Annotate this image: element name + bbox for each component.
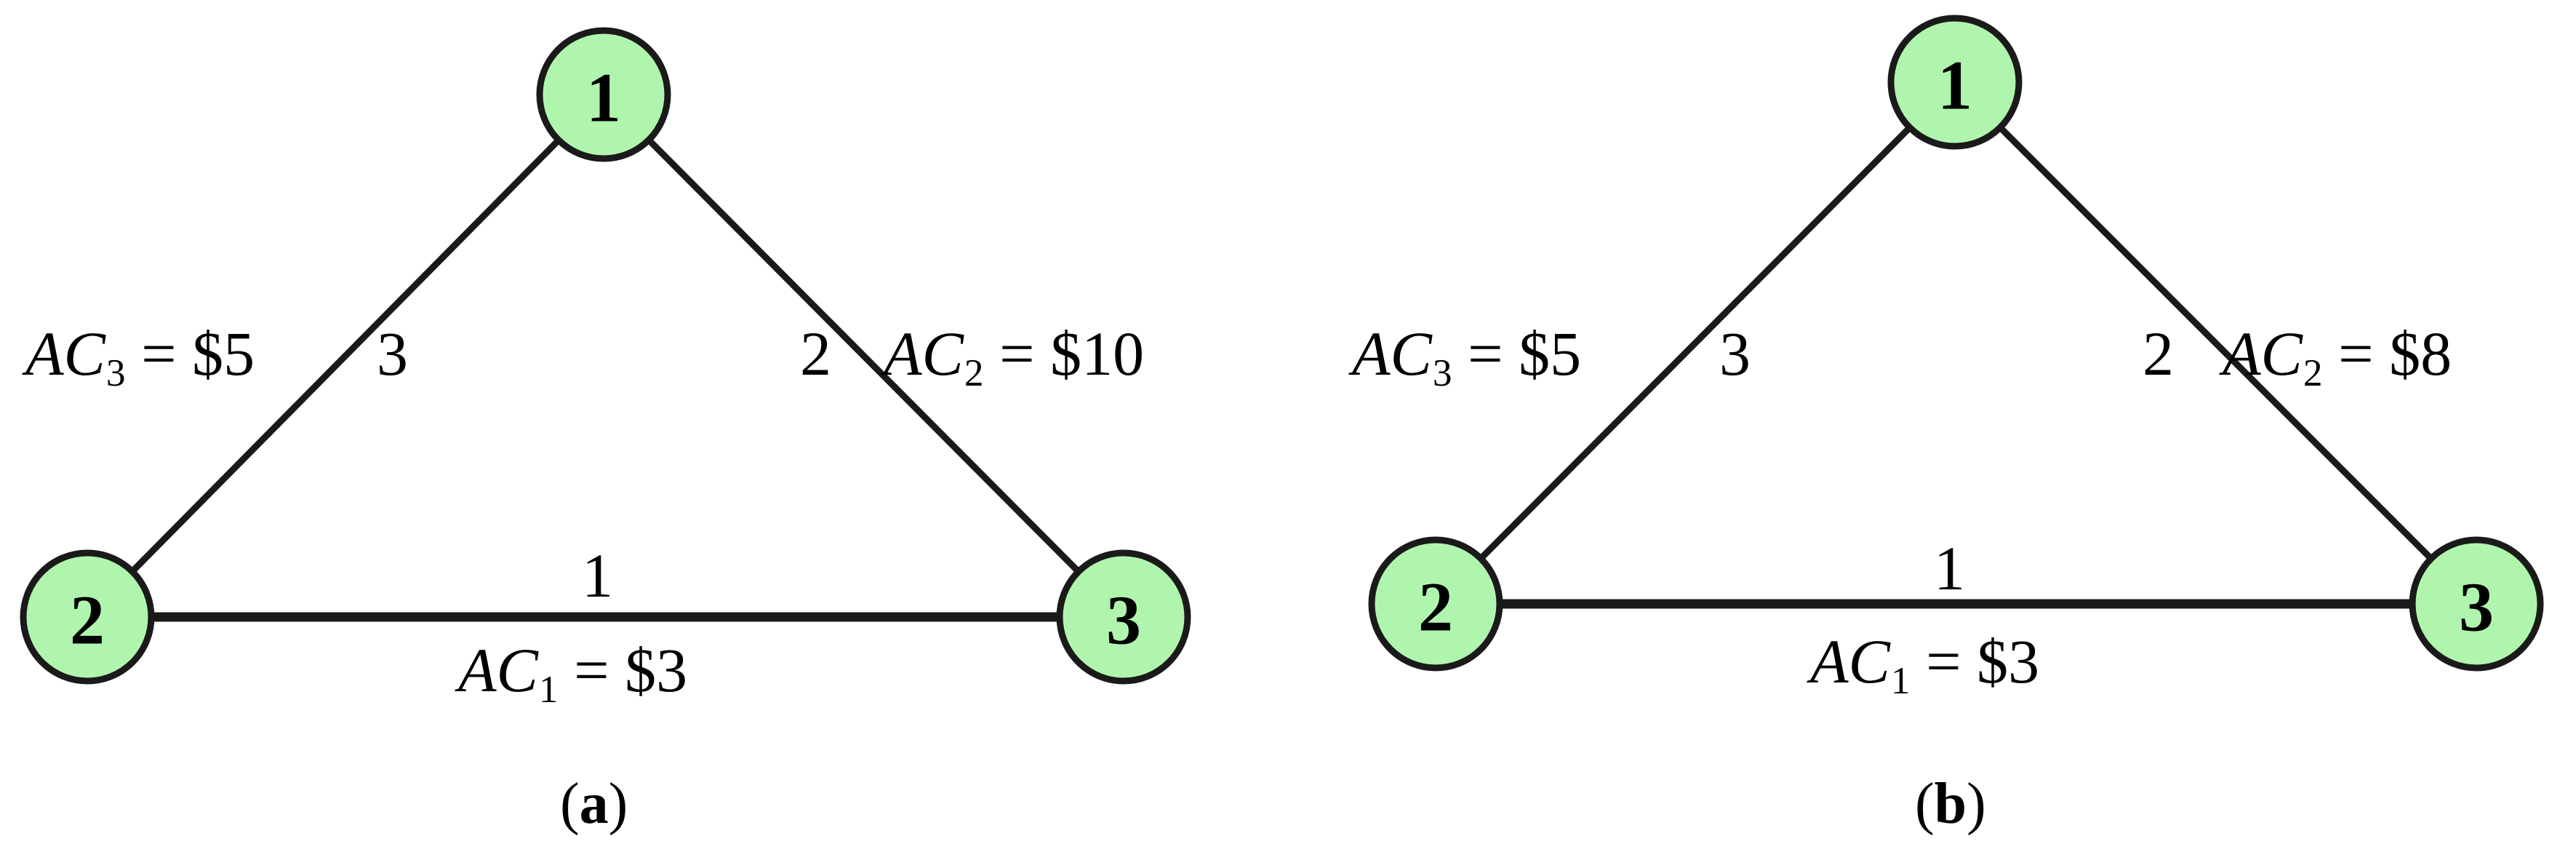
- edge-2-1-weight-label: 3: [1719, 319, 1751, 389]
- node-2-label: 2: [1418, 568, 1453, 646]
- panel-a-caption: (a): [560, 771, 628, 837]
- graph-b: 1 2 3: [1368, 15, 2544, 672]
- edge-2-3-weight-label: 1: [1934, 533, 1965, 603]
- node-3-circle[interactable]: [1056, 549, 1191, 685]
- edge-2-3-cost-label: AC1 = $3: [1810, 626, 2040, 702]
- node-1-circle[interactable]: [536, 27, 671, 162]
- node-2-circle[interactable]: [20, 549, 155, 685]
- edge-1-3-weight-label: 2: [2143, 319, 2174, 389]
- edge-2-1-cost-label: AC3 = $5: [25, 319, 255, 394]
- node-2-label: 2: [70, 581, 105, 659]
- node-2[interactable]: 2: [20, 549, 155, 685]
- edge-1-3-line: [1951, 79, 2480, 608]
- caption-open-paren: (: [1915, 772, 1935, 836]
- edge-1-3-weight-label: 2: [800, 319, 831, 389]
- node-1[interactable]: 1: [1887, 15, 2023, 150]
- panel-b: 1 2 3 AC3 = $5 3 2 AC2 = $8 1 AC1 = $3 (…: [1288, 0, 2576, 852]
- panel-b-caption: (b): [1915, 771, 1986, 837]
- edge-1-3-line: [600, 91, 1127, 621]
- node-2[interactable]: 2: [1368, 536, 1503, 672]
- node-1[interactable]: 1: [536, 27, 671, 162]
- edge-1-3-cost-label: AC2 = $10: [884, 319, 1145, 394]
- caption-open-paren: (: [560, 772, 580, 836]
- edge-2-3-cost-label: AC1 = $3: [458, 635, 688, 711]
- node-2-circle[interactable]: [1368, 536, 1503, 672]
- edge-2-3-weight-label: 1: [582, 541, 613, 610]
- panel-a: 1 2 3 AC3 = $5 3 2 AC2 = $10 1 AC1 = $3 …: [20, 27, 1191, 837]
- caption-close-paren: ): [1967, 772, 1986, 836]
- edge-1-3-cost-label: AC2 = $8: [2223, 319, 2452, 394]
- caption-letter: b: [1934, 772, 1967, 836]
- edge-2-1-weight-label: 3: [377, 319, 408, 389]
- node-3-label: 3: [1106, 581, 1141, 659]
- node-1-label: 1: [1937, 47, 1972, 124]
- graph-a: 1 2 3: [20, 27, 1191, 685]
- caption-close-paren: ): [608, 772, 628, 836]
- edge-2-1-cost-label: AC3 = $5: [1352, 319, 1582, 394]
- caption-letter: a: [579, 772, 609, 836]
- node-3-label: 3: [2459, 568, 2494, 646]
- node-3[interactable]: 3: [1056, 549, 1191, 685]
- edge-2-1-line: [1432, 79, 1959, 608]
- node-1-circle[interactable]: [1887, 15, 2023, 150]
- node-3[interactable]: 3: [2409, 536, 2544, 672]
- edge-2-1-line: [84, 91, 607, 621]
- node-1-label: 1: [586, 59, 621, 137]
- node-3-circle[interactable]: [2409, 536, 2544, 672]
